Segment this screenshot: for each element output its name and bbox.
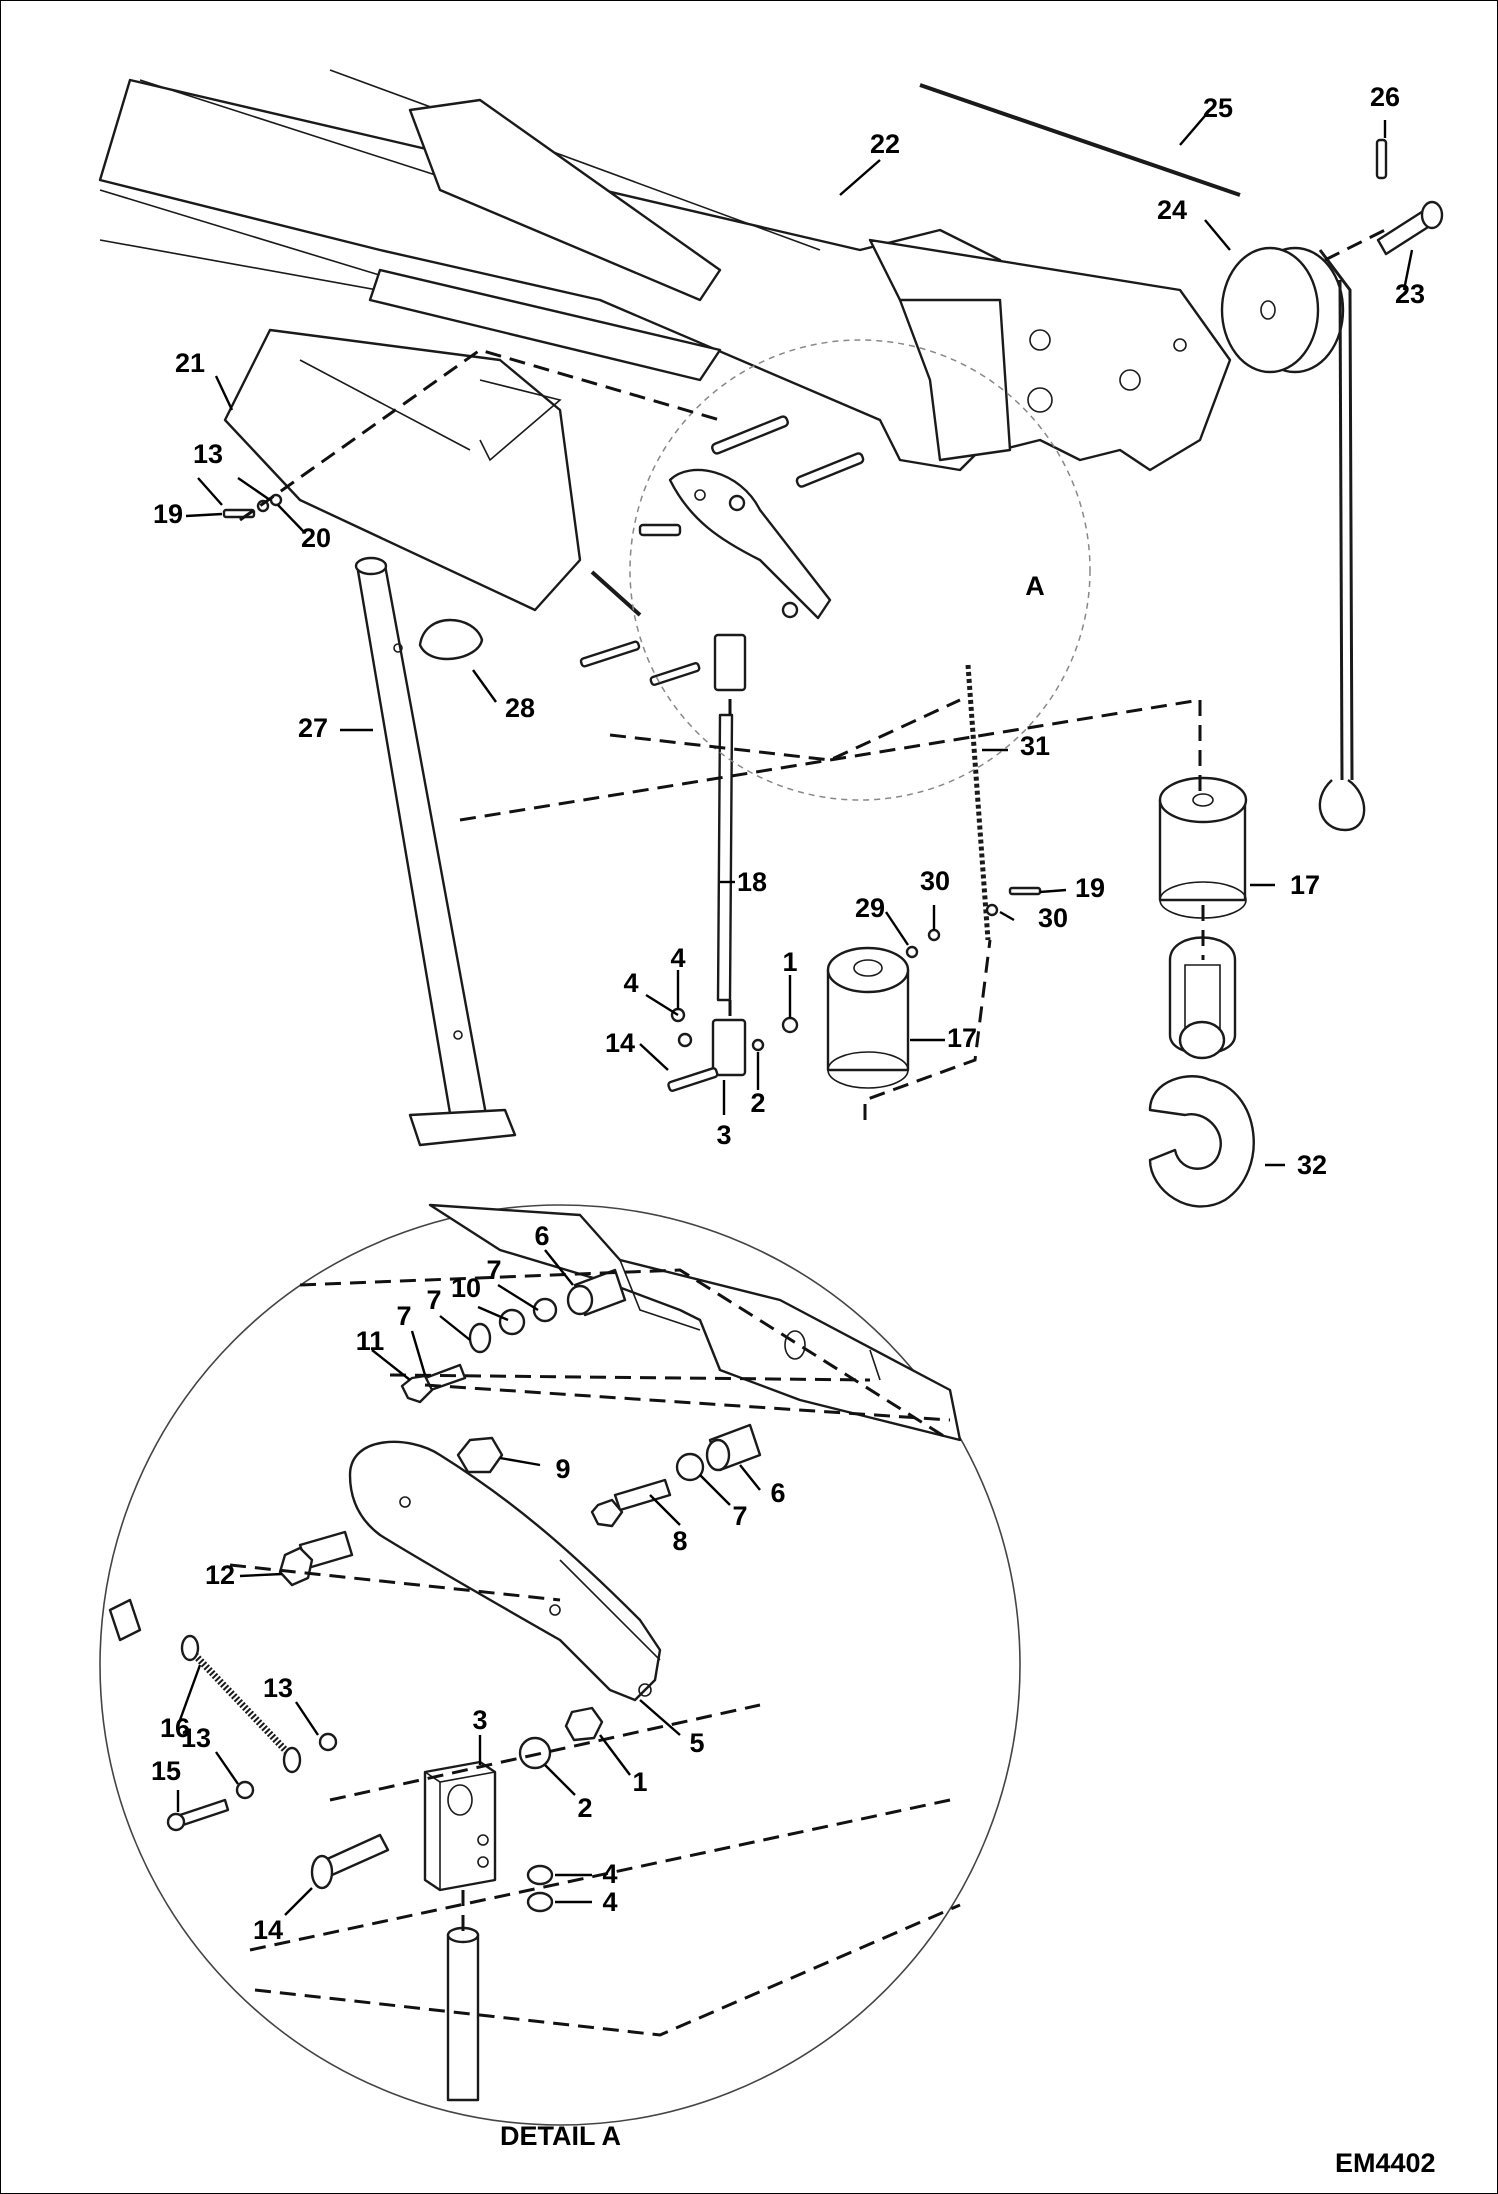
callout-d6-lower: 6: [770, 1478, 785, 1508]
chain: [965, 664, 991, 941]
callout-d14: 14: [253, 1915, 283, 1945]
nut-4-b: [526, 1891, 554, 1913]
clevis-upper: [713, 633, 747, 692]
callout-d11: 11: [356, 1326, 385, 1356]
control-rod: [716, 713, 734, 1002]
chain-hardware: [905, 886, 1042, 959]
bolt-8: [590, 1478, 672, 1528]
swivel-hook: [1148, 936, 1255, 1208]
callout-18: 18: [737, 867, 767, 897]
callout-d13-b: 13: [181, 1723, 211, 1753]
callout-d5: 5: [689, 1728, 704, 1758]
callout-21: 21: [175, 348, 205, 378]
nut-4-a: [526, 1864, 554, 1886]
assembly-lines-top: [239, 228, 1386, 1120]
bolt-12: [278, 1530, 354, 1587]
callout-d7-b: 7: [426, 1285, 441, 1315]
washer-7-b: [468, 1322, 492, 1354]
detail-a-view: [99, 1203, 1021, 2126]
callout-13-top: 13: [193, 439, 223, 469]
bolt-11: [400, 1363, 467, 1404]
washer-7-c: [675, 1452, 705, 1482]
washer-7-a: [532, 1297, 558, 1323]
callout-14-top: 14: [605, 1028, 635, 1058]
counterweight-right: [1158, 776, 1248, 919]
callout-labels: 25 26 24 23 22 21 13 19 20 27 28 31 30 1…: [151, 82, 1425, 1945]
detail-marker-a: A: [1025, 571, 1045, 601]
callout-3-top: 3: [716, 1120, 731, 1150]
callout-d13-a: 13: [263, 1673, 293, 1703]
counterweight-left: [826, 946, 910, 1089]
callout-d2: 2: [577, 1793, 592, 1823]
callout-d12: 12: [205, 1560, 235, 1590]
callout-29: 29: [855, 893, 885, 923]
callout-27: 27: [298, 713, 328, 743]
callout-d7-c: 7: [396, 1301, 411, 1331]
washer-13-b: [235, 1780, 255, 1800]
callout-30-b: 30: [1038, 903, 1068, 933]
sheave-pin: [1376, 200, 1444, 256]
guard-plate: [223, 328, 582, 612]
sheave-pulley: [1220, 246, 1345, 374]
callout-19-right: 19: [1075, 873, 1105, 903]
bolt-15: [166, 1798, 230, 1832]
callout-d4-a: 4: [602, 1859, 617, 1889]
lever-arm: [668, 468, 832, 620]
retaining-pin: [418, 618, 484, 661]
callout-17-right: 17: [1290, 870, 1320, 900]
clevis-lower: [667, 1007, 799, 1092]
clevis-pin-14: [310, 1833, 390, 1890]
lever-arm-5: [348, 1440, 662, 1702]
boom-head-plate: [868, 238, 1232, 472]
support-post: [354, 556, 517, 1147]
tension-spring: [590, 570, 642, 617]
detail-caption: DETAIL A: [500, 2121, 621, 2151]
callout-2-top: 2: [750, 1088, 765, 1118]
callout-22: 22: [870, 129, 900, 159]
callout-d7-lower: 7: [732, 1501, 747, 1531]
callout-d9: 9: [555, 1454, 570, 1484]
callout-25: 25: [1203, 93, 1233, 123]
callout-26: 26: [1370, 82, 1400, 112]
rod-detail: [446, 1933, 480, 2102]
callout-d4-b: 4: [602, 1887, 617, 1917]
callout-28: 28: [505, 693, 535, 723]
callout-20: 20: [301, 523, 331, 553]
callout-30-a: 30: [920, 866, 950, 896]
callout-31: 31: [1020, 731, 1050, 761]
callout-d8: 8: [672, 1526, 687, 1556]
cotter-pin: [1375, 138, 1388, 180]
callout-4-b: 4: [670, 943, 685, 973]
clevis-3-detail: [423, 1760, 497, 1892]
boom-spacer-hardware: [579, 415, 865, 686]
washer-13-a: [318, 1732, 338, 1752]
nut-10: [498, 1308, 526, 1336]
nut-9: [456, 1436, 504, 1474]
bushing-6-lower: [705, 1423, 762, 1472]
washer-2-detail: [518, 1736, 552, 1770]
spacer-bushing: [566, 1268, 627, 1317]
callout-17-left: 17: [947, 1023, 977, 1053]
callout-d10: 10: [451, 1273, 481, 1303]
callout-d7-a: 7: [486, 1255, 501, 1285]
nut-1-detail: [564, 1706, 604, 1742]
callout-24: 24: [1157, 195, 1187, 225]
callout-d6-top: 6: [534, 1221, 549, 1251]
callout-23: 23: [1395, 279, 1425, 309]
spring-16: [180, 1634, 302, 1774]
callout-32: 32: [1297, 1150, 1327, 1180]
callout-d1: 1: [632, 1767, 647, 1797]
figure-code: EM4402: [1335, 2148, 1436, 2178]
callout-19-left: 19: [153, 499, 183, 529]
callout-d15: 15: [151, 1756, 181, 1786]
callout-d3: 3: [472, 1705, 487, 1735]
leader-lines: [176, 109, 1414, 1916]
detail-a-boundary: [629, 339, 1091, 801]
callout-1-top: 1: [782, 947, 797, 977]
wire-rope: [919, 83, 1366, 832]
boom-assembly: [98, 69, 1002, 472]
callout-d16: 16: [160, 1713, 190, 1743]
callout-4-a: 4: [623, 968, 638, 998]
